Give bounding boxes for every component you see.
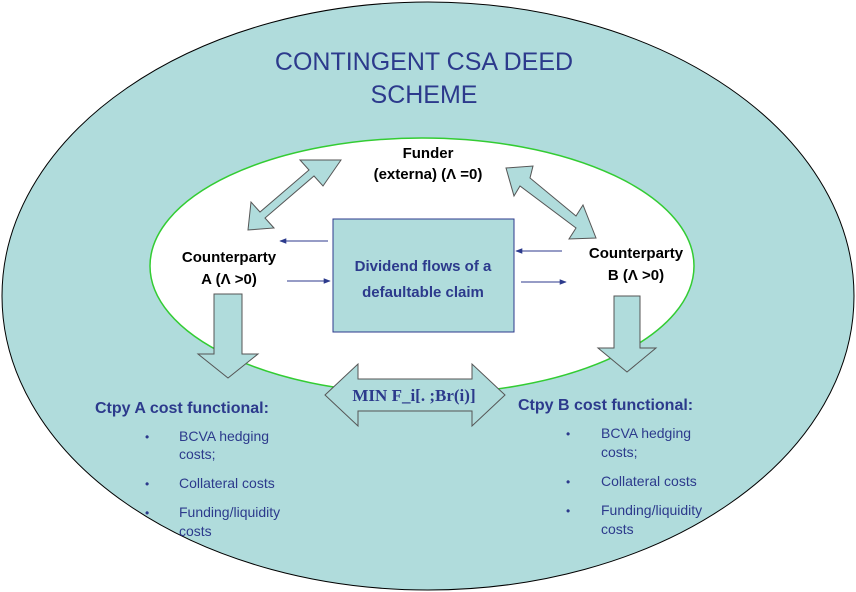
counterparty-a-lambda: A (Λ >0) [201,271,257,288]
funder-lambda: (externa) (Λ =0) [374,166,483,183]
cost-a-bullet-3: • [145,506,149,520]
dividend-flows-box [332,218,515,333]
dividend-flows-line2: defaultable claim [362,284,484,301]
cost-a-item-3-line2: costs [179,523,212,539]
cost-a-bullet-2: • [145,477,149,491]
cost-a-heading: Ctpy A cost functional: [95,400,269,417]
min-functional-label: MIN F_i[. ;Br(i)] [352,386,475,405]
cost-a-bullet-1: • [145,430,149,444]
funder-label: Funder [403,145,454,162]
min-double-arrow [324,362,506,428]
double-arrow-funder-b [505,165,597,240]
diagram-title-line2: SCHEME [371,81,478,109]
cost-b-item-2-line1: Collateral costs [601,473,697,489]
cost-a-item-2-line1: Collateral costs [179,475,275,491]
diagram-title-line1: CONTINGENT CSA DEED [275,48,573,76]
cost-a-item-1-line1: BCVA hedging [179,428,269,444]
cost-a-item-3-line1: Funding/liquidity [179,504,280,520]
counterparty-b-lambda: B (Λ >0) [608,267,664,284]
cost-b-item-1-line1: BCVA hedging [601,425,691,441]
cost-b-heading: Ctpy B cost functional: [518,397,693,414]
cost-b-item-3-line1: Funding/liquidity [601,502,702,518]
cost-b-bullet-2: • [566,475,570,489]
counterparty-a-label: Counterparty [182,249,277,266]
cost-b-bullet-3: • [566,504,570,518]
cost-b-item-3-line2: costs [601,521,634,537]
double-arrow-funder-a [247,159,342,231]
cost-b-item-1-line2: costs; [601,444,638,460]
dividend-flows-line1: Dividend flows of a [355,258,492,275]
cost-b-bullet-1: • [566,427,570,441]
counterparty-b-label: Counterparty [589,245,684,262]
cost-a-item-1-line2: costs; [179,446,216,462]
down-arrow-b [596,295,658,373]
down-arrow-a [196,293,260,379]
